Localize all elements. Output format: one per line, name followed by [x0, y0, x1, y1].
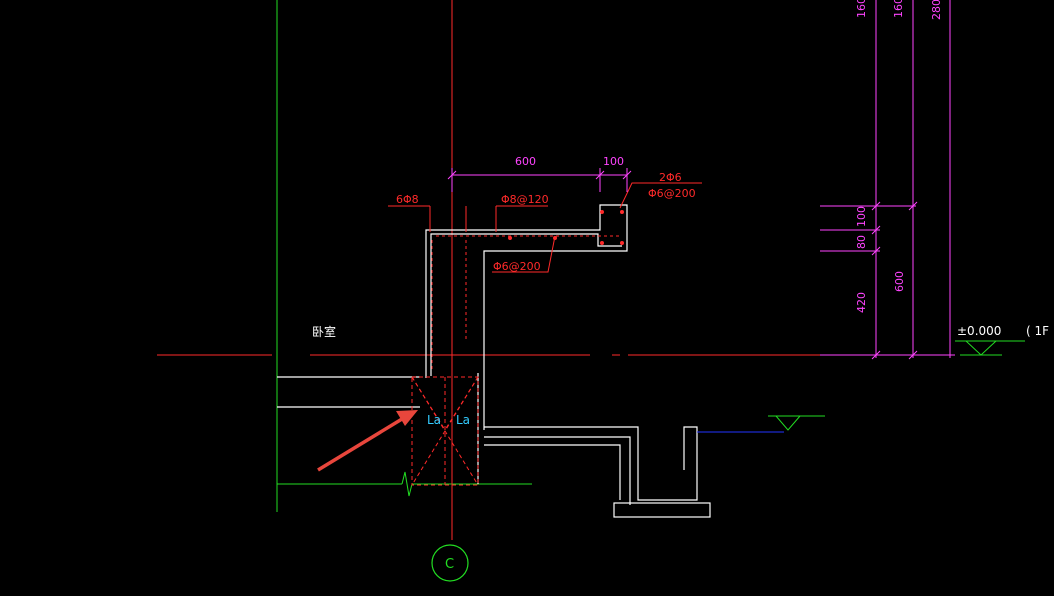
- dim-280: 280: [930, 0, 943, 20]
- dim-100-top: 100: [603, 155, 624, 168]
- canopy-outline: [425, 204, 628, 484]
- anchorage-label-left: La: [427, 413, 441, 427]
- red-reference-lines: [157, 0, 820, 540]
- elevation-label: ±0.000: [957, 324, 1001, 338]
- water-level-marker: [697, 415, 825, 433]
- rebar-lines: [388, 182, 702, 370]
- rebar-6phi8: 6Φ8: [396, 193, 419, 206]
- rebar-2phi6: 2Φ6: [659, 171, 682, 184]
- rebar-phi6-200-top: Φ6@200: [648, 187, 696, 200]
- anchorage-zone: [411, 376, 479, 486]
- grid-axis-label: C: [445, 557, 454, 572]
- grid-axis-bubble: [431, 544, 469, 582]
- top-dimension-line: [447, 168, 632, 192]
- elevation-marker: [955, 340, 1025, 356]
- dim-600-top: 600: [515, 155, 536, 168]
- floor-slab-outline: [277, 376, 420, 408]
- pointer-arrow: [317, 410, 418, 472]
- gutter-outline: [484, 426, 711, 518]
- dim-160-a: 160: [855, 0, 868, 18]
- dim-420-right: 420: [855, 292, 868, 313]
- dim-100-right: 100: [855, 206, 868, 227]
- right-dimension-lines: [820, 0, 955, 360]
- dim-80-right: 80: [855, 235, 868, 249]
- dim-600-right: 600: [893, 271, 906, 292]
- floor-label: ( 1F: [1026, 324, 1049, 338]
- rebar-phi6-200-bottom: Φ6@200: [493, 260, 541, 273]
- rebar-phi8-120: Φ8@120: [501, 193, 549, 206]
- dim-160-b: 160: [892, 0, 905, 18]
- anchorage-label-right: La: [456, 413, 470, 427]
- green-wall-lines: [276, 0, 532, 512]
- room-label: 卧室: [312, 324, 336, 339]
